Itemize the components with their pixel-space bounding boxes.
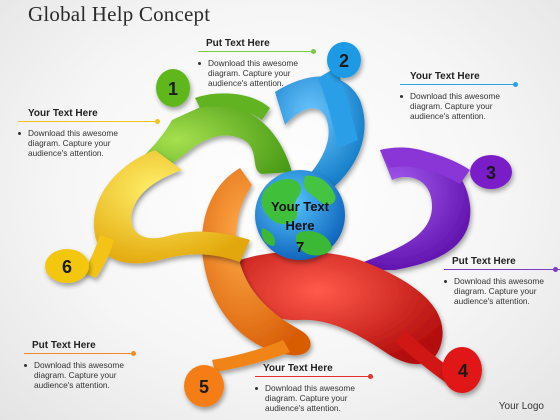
callout-3-rule — [444, 267, 560, 272]
callout-6-body: Download this awesome diagram. Capture y… — [18, 128, 140, 158]
callout-5-heading: Put Text Here — [32, 340, 96, 351]
badge-4: 4 — [442, 347, 482, 393]
callout-1-rule — [198, 49, 316, 54]
callout-6-rule — [18, 119, 160, 124]
callout-5-body: Download this awesome diagram. Capture y… — [24, 360, 136, 390]
callout-2: Your Text Here Download this awesome dia… — [400, 71, 518, 121]
center-label-line2: Here — [286, 218, 315, 233]
callout-6-heading: Your Text Here — [28, 108, 98, 119]
badge-1-number: 1 — [168, 79, 178, 99]
badge-6: 6 — [45, 249, 89, 283]
orange-figure — [201, 168, 311, 372]
callout-1-body: Download this awesome diagram. Capture y… — [198, 58, 316, 88]
callout-4-heading: Your Text Here — [263, 363, 333, 374]
callout-2-heading: Your Text Here — [410, 71, 480, 82]
badge-2-number: 2 — [339, 51, 349, 71]
slide-title: Global Help Concept — [28, 2, 211, 26]
callout-5: Put Text Here Download this awesome diag… — [24, 340, 136, 390]
callout-4: Your Text Here Download this awesome dia… — [255, 363, 373, 413]
center-number: 7 — [296, 239, 304, 256]
callout-2-body: Download this awesome diagram. Capture y… — [400, 91, 518, 121]
callout-4-body: Download this awesome diagram. Capture y… — [255, 383, 373, 413]
callout-4-rule — [255, 374, 373, 379]
callout-2-rule — [400, 82, 518, 87]
callout-1-heading: Put Text Here — [206, 38, 270, 49]
logo-text: Your Logo — [498, 401, 544, 412]
badge-1: 1 — [156, 69, 190, 107]
yellow-figure — [82, 150, 250, 278]
center-label-line1: Your Text — [271, 199, 330, 214]
badge-6-number: 6 — [62, 257, 72, 277]
callout-3-body: Download this awesome diagram. Capture y… — [444, 276, 560, 306]
callout-3-heading: Put Text Here — [452, 256, 516, 267]
blue-figure — [275, 68, 365, 190]
badge-3-number: 3 — [486, 163, 496, 183]
red-figure — [235, 251, 455, 382]
badge-5: 5 — [184, 365, 224, 407]
badge-2: 2 — [327, 42, 361, 78]
callout-6: Your Text Here Download this awesome dia… — [18, 108, 160, 158]
globe-icon: Your Text Here 7 — [255, 170, 345, 260]
callout-1: Put Text Here Download this awesome diag… — [198, 38, 316, 88]
callout-5-rule — [24, 351, 136, 356]
badge-3: 3 — [470, 155, 512, 189]
badge-4-number: 4 — [458, 361, 468, 381]
badge-5-number: 5 — [199, 377, 209, 397]
callout-3: Put Text Here Download this awesome diag… — [444, 256, 560, 306]
purple-figure — [345, 147, 471, 270]
